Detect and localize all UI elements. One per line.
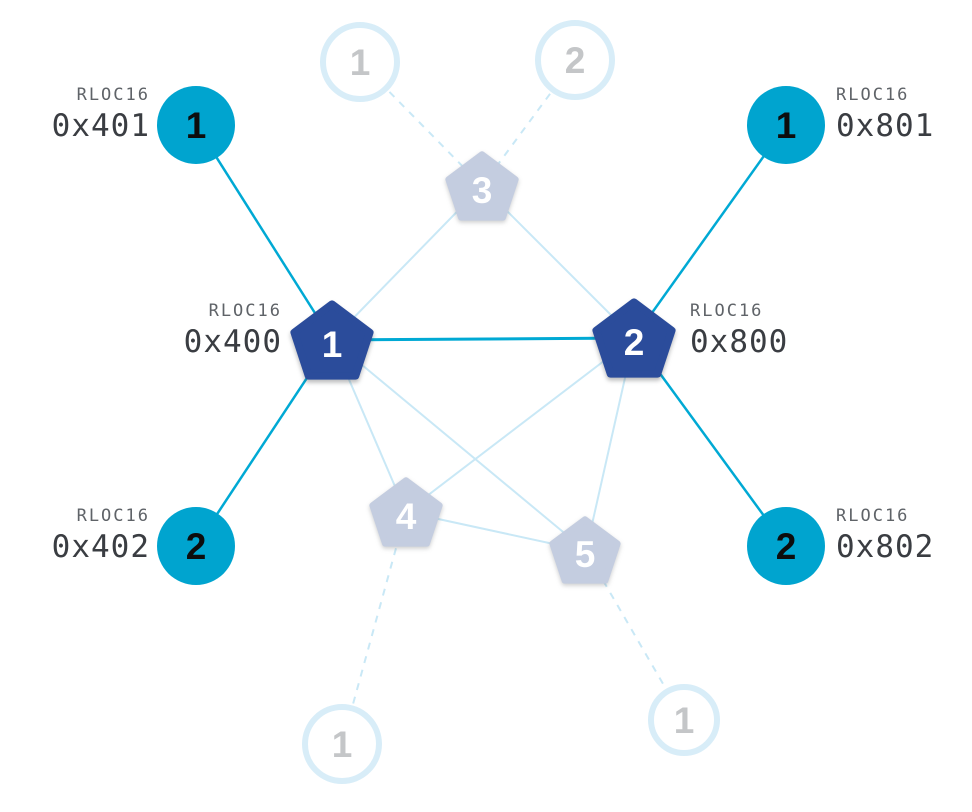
link-device3-router2 [632, 124, 788, 339]
end-device-muted-top-1-number: 1 [349, 41, 371, 83]
link-router1-router5 [331, 339, 587, 552]
address-label-0x800: RLOC16 0x800 [690, 300, 832, 360]
link-router1-router2 [331, 336, 635, 342]
router-1-node[interactable]: 1 [290, 300, 374, 380]
rloc16-value: 0x401 [51, 108, 150, 144]
link-router2-router4 [405, 337, 635, 513]
link-device1-router1 [194, 124, 334, 341]
rloc16-value: 0x400 [183, 324, 282, 360]
rloc16-caption: RLOC16 [208, 301, 282, 321]
end-device-0x802-node[interactable]: 2 [747, 507, 825, 585]
rloc16-caption: RLOC16 [836, 85, 910, 105]
router-3-node[interactable]: 3 [445, 151, 519, 221]
router-5-node[interactable]: 5 [549, 516, 621, 584]
address-label-0x401: RLOC16 0x401 [18, 84, 150, 144]
pentagon-icon [549, 516, 621, 584]
pentagon-icon [592, 298, 676, 378]
address-label-0x402: RLOC16 0x402 [18, 505, 150, 565]
end-device-0x401-node[interactable]: 1 [157, 86, 235, 164]
end-device-0x402-number: 2 [185, 525, 207, 567]
router-2-node[interactable]: 2 [592, 298, 676, 378]
rloc16-value: 0x802 [836, 529, 935, 565]
pentagon-icon [369, 477, 443, 547]
rloc16-caption: RLOC16 [76, 506, 150, 526]
pentagon-icon [445, 151, 519, 221]
end-device-0x401-number: 1 [185, 104, 207, 146]
rloc16-caption: RLOC16 [76, 85, 150, 105]
pentagon-icon [290, 300, 374, 380]
router-2-number: 2 [623, 321, 645, 363]
address-label-0x802: RLOC16 0x802 [836, 505, 968, 565]
end-device-muted-bottom-left-number: 1 [331, 723, 353, 765]
rloc16-caption: RLOC16 [836, 506, 910, 526]
rloc16-caption: RLOC16 [690, 301, 764, 321]
address-label-0x801: RLOC16 0x801 [836, 84, 968, 144]
router-1-number: 1 [321, 323, 343, 365]
rloc16-value: 0x801 [836, 108, 935, 144]
address-label-0x400: RLOC16 0x400 [140, 300, 282, 360]
rloc16-value: 0x800 [690, 324, 789, 360]
end-device-0x801-node[interactable]: 1 [747, 86, 825, 164]
end-device-muted-bottom-left-node[interactable]: 1 [302, 704, 382, 784]
end-device-0x801-number: 1 [775, 104, 797, 146]
router-3-number: 3 [471, 169, 493, 211]
end-device-muted-top-2-node[interactable]: 2 [535, 20, 615, 100]
end-device-0x802-number: 2 [775, 525, 797, 567]
rloc16-value: 0x402 [51, 529, 150, 565]
end-device-muted-top-1-node[interactable]: 1 [320, 22, 400, 102]
router-4-node[interactable]: 4 [369, 477, 443, 547]
end-device-muted-top-2-number: 2 [564, 39, 586, 81]
end-device-muted-bottom-right-number: 1 [673, 699, 695, 741]
link-device7-router4 [341, 511, 407, 745]
end-device-0x402-node[interactable]: 2 [157, 507, 235, 585]
router-4-number: 4 [395, 495, 417, 537]
end-device-muted-bottom-right-node[interactable]: 1 [648, 684, 720, 756]
router-5-number: 5 [574, 533, 596, 575]
